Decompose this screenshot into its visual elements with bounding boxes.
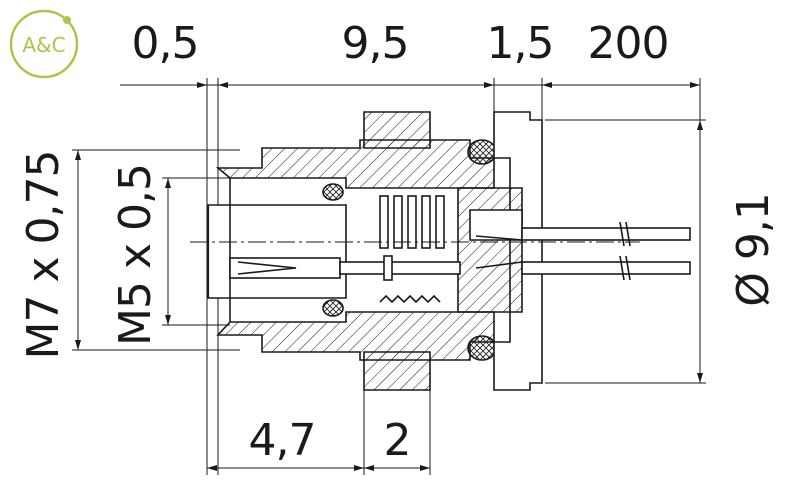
dim-top-2: 1,5 (487, 18, 554, 69)
bottom-dimension-line (207, 465, 430, 471)
brand-logo: A&C (9, 9, 79, 79)
logo-text: A&C (22, 33, 65, 57)
seal-ring-inner-bottom (322, 299, 344, 317)
seal-ring-inner-top (322, 183, 344, 201)
logo-circle (9, 9, 79, 79)
dim-top-1: 9,5 (342, 18, 409, 69)
dim-top-3: 200 (588, 18, 669, 69)
dim-right: Ø 9,1 (728, 193, 779, 307)
dim-left-0: M7 x 0,75 (18, 151, 69, 360)
seal-ring-top (467, 139, 497, 165)
top-dimension-line (120, 82, 700, 88)
spring (379, 195, 445, 304)
dim-top-0: 0,5 (132, 18, 199, 69)
contact-pin (229, 255, 461, 281)
dim-left-1: M5 x 0,5 (110, 164, 161, 346)
wires (475, 221, 691, 281)
dim-bottom-1: 2 (384, 415, 411, 466)
seal-ring-bottom (467, 335, 497, 361)
right-dimension-line (545, 119, 706, 384)
left-dimension-lines (72, 149, 240, 351)
connector-body (190, 111, 691, 391)
logo-dot (63, 16, 71, 24)
dim-bottom-0: 4,7 (249, 415, 316, 466)
